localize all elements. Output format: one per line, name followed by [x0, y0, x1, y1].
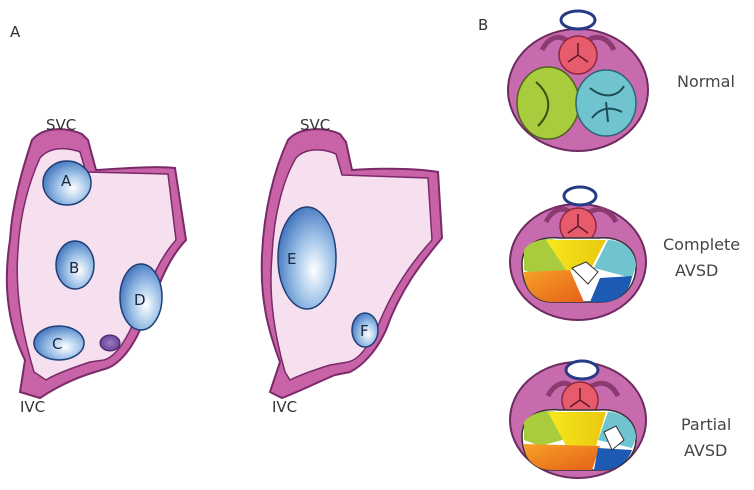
svc-label-left: SVC	[46, 116, 76, 134]
panel-b-label: B	[478, 16, 488, 34]
svc-label-right: SVC	[300, 116, 330, 134]
valve-partial-avsd	[510, 361, 646, 478]
defect-c-label: C	[52, 335, 62, 353]
valve-complete-label-2: AVSD	[675, 261, 718, 280]
valve-partial-label-1: Partial	[681, 415, 731, 434]
valve-normal	[508, 11, 648, 151]
panel-a-label: A	[10, 23, 21, 41]
ivc-label-right: IVC	[272, 398, 297, 416]
coronary-sinus-defect	[100, 335, 120, 351]
defect-d-label: D	[134, 291, 146, 309]
defect-a-label: A	[61, 172, 72, 190]
valve-complete-avsd	[510, 187, 646, 320]
atrium-right: E F SVC IVC	[262, 116, 442, 416]
defect-e-label: E	[287, 250, 296, 268]
defect-f-label: F	[360, 322, 369, 340]
valve-partial-label-2: AVSD	[684, 441, 727, 460]
ivc-label-left: IVC	[20, 398, 45, 416]
atrium-left: A B C D SVC IVC	[7, 116, 186, 416]
valve-normal-label: Normal	[677, 72, 735, 91]
defect-b-label: B	[69, 259, 79, 277]
valve-complete-label-1: Complete	[663, 235, 740, 254]
